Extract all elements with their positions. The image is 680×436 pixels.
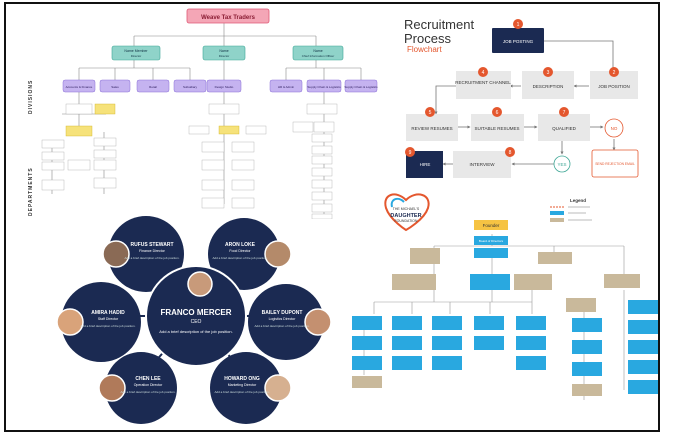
ceo-avatar — [187, 271, 213, 297]
svg-text:7: 7 — [563, 110, 566, 116]
svg-text:HR & Admin: HR & Admin — [278, 85, 295, 89]
departments-label: DEPARTMENTS — [28, 167, 34, 216]
no-circle — [604, 118, 624, 138]
svg-text:ARON LOKE: ARON LOKE — [225, 242, 256, 248]
svg-text:Add a brief description of the: Add a brief description of the job posit… — [212, 256, 267, 260]
step-review-resumes — [406, 114, 458, 141]
recruitment-flowchart: JOB POSTING 1 JOB POSITION 2 DESCRIPTION… — [405, 19, 639, 178]
svg-text:Supply Chain & Logistics: Supply Chain & Logistics — [307, 85, 341, 89]
svg-text:NO: NO — [611, 126, 618, 131]
svg-text:Logistics Director: Logistics Director — [269, 317, 297, 321]
svg-text:Food Director: Food Director — [229, 249, 251, 253]
legend: Legend — [550, 198, 592, 222]
svg-text:Retail: Retail — [149, 85, 157, 89]
step-job-posting — [492, 28, 544, 53]
svg-text:Staff Director: Staff Director — [98, 317, 119, 321]
svg-text:DAUGHTER: DAUGHTER — [390, 213, 421, 219]
tan-boxes — [392, 248, 640, 312]
svg-text:8: 8 — [509, 150, 512, 156]
svg-text:Add a brief description of the: Add a brief description of the job posit… — [80, 324, 135, 328]
svg-text:SUITABLE RESUMES: SUITABLE RESUMES — [475, 126, 520, 131]
svg-text:Add a brief description of the: Add a brief description of the job posit… — [214, 390, 269, 394]
svg-text:REVIEW RESUMES: REVIEW RESUMES — [411, 126, 452, 131]
department-boxes — [41, 103, 338, 219]
svg-text:RUFUS STEWART: RUFUS STEWART — [130, 242, 173, 248]
svg-text:Board of Directors: Board of Directors — [479, 239, 504, 243]
org-chart-weave: Weave Tax Traders Name Member Director N… — [41, 8, 378, 219]
svg-text:FOUNDATION: FOUNDATION — [395, 219, 418, 223]
svg-text:3: 3 — [547, 70, 550, 76]
svg-text:DESCRIPTION: DESCRIPTION — [533, 84, 564, 89]
foundation-org-chart: THE MICHAEL'S DAUGHTER FOUNDATION Legend — [352, 193, 658, 400]
svg-text:9: 9 — [409, 150, 412, 156]
svg-text:BAILEY DUPONT: BAILEY DUPONT — [262, 310, 303, 316]
member-circles — [61, 216, 324, 424]
svg-text:CEO: CEO — [191, 319, 202, 325]
foundation-logo: THE MICHAEL'S DAUGHTER FOUNDATION — [384, 193, 430, 232]
svg-text:CHEN LEE: CHEN LEE — [135, 376, 161, 382]
svg-text:SEND REJECTION EMAIL: SEND REJECTION EMAIL — [595, 162, 635, 166]
svg-text:Name: Name — [219, 49, 228, 53]
svg-text:Name Member: Name Member — [124, 49, 148, 53]
collage-frame: Weave Tax Traders Name Member Director N… — [4, 2, 660, 432]
tier1-nodes: Name Member Director Name Director Name … — [111, 45, 344, 61]
svg-text:Design Studio: Design Studio — [215, 85, 234, 89]
svg-text:AMIRA HADID: AMIRA HADID — [91, 310, 125, 316]
rejection-box — [591, 149, 639, 178]
root-node-label: Weave Tax Traders — [201, 15, 255, 21]
recruitment-subtitle: Flowchart — [407, 45, 442, 54]
svg-text:YES: YES — [557, 162, 566, 167]
svg-text:INTERVIEW: INTERVIEW — [470, 162, 496, 167]
svg-text:Chief Information Officer: Chief Information Officer — [302, 54, 334, 58]
svg-text:Supply Chain & Logistics: Supply Chain & Logistics — [344, 85, 378, 89]
svg-text:5: 5 — [429, 110, 432, 116]
blue-boxes — [352, 274, 658, 394]
svg-text:Sales: Sales — [111, 85, 119, 89]
svg-text:Accounts & Finance: Accounts & Finance — [66, 85, 93, 89]
board-box — [474, 236, 508, 245]
step-suitable-resumes — [471, 114, 524, 141]
ceo-circle — [145, 265, 247, 367]
root-node — [186, 8, 270, 24]
svg-text:Add a brief description of the: Add a brief description of the job posit… — [254, 324, 309, 328]
svg-text:QUALIFIED: QUALIFIED — [552, 126, 577, 131]
svg-text:JOB POSITION: JOB POSITION — [598, 84, 630, 89]
svg-text:Director: Director — [131, 54, 142, 58]
svg-text:Operation Director: Operation Director — [134, 383, 163, 387]
member-avatars — [56, 240, 332, 402]
svg-text:HOWARD ONG: HOWARD ONG — [224, 376, 260, 382]
svg-text:Marketing Director: Marketing Director — [228, 383, 257, 387]
svg-text:Add a brief description of the: Add a brief description of the job posit… — [120, 390, 175, 394]
recruitment-title: Recruitment Process — [404, 17, 475, 46]
tier2-nodes — [62, 79, 378, 93]
svg-text:Name: Name — [313, 49, 322, 53]
svg-text:RECRUITMENT CHANNEL: RECRUITMENT CHANNEL — [455, 80, 511, 85]
svg-text:6: 6 — [496, 110, 499, 116]
founder-box — [474, 220, 508, 230]
ceo-org-chart: FRANCO MERCER CEO Add a brief descriptio… — [56, 216, 332, 424]
svg-text:Add a brief description of the: Add a brief description of the job posit… — [159, 329, 232, 334]
svg-text:Legend: Legend — [570, 198, 586, 203]
step-interview — [453, 151, 511, 178]
svg-text:JOB POSTING: JOB POSTING — [503, 39, 534, 44]
yes-circle — [553, 155, 571, 173]
svg-text:Subsidiary: Subsidiary — [183, 85, 198, 89]
step-qualified — [538, 114, 590, 141]
svg-text:Add a brief description of the: Add a brief description of the job posit… — [124, 256, 179, 260]
svg-text:1: 1 — [517, 22, 520, 28]
svg-text:HIRE: HIRE — [420, 162, 431, 167]
svg-text:Founder: Founder — [483, 223, 500, 228]
svg-text:4: 4 — [482, 70, 485, 76]
svg-text:2: 2 — [613, 70, 616, 76]
svg-text:FRANCO MERCER: FRANCO MERCER — [160, 308, 231, 317]
svg-text:Director: Director — [219, 54, 230, 58]
divisions-label: DIVISIONS — [28, 79, 34, 114]
svg-text:Finance Director: Finance Director — [139, 249, 166, 253]
svg-text:THE MICHAEL'S: THE MICHAEL'S — [393, 207, 420, 211]
